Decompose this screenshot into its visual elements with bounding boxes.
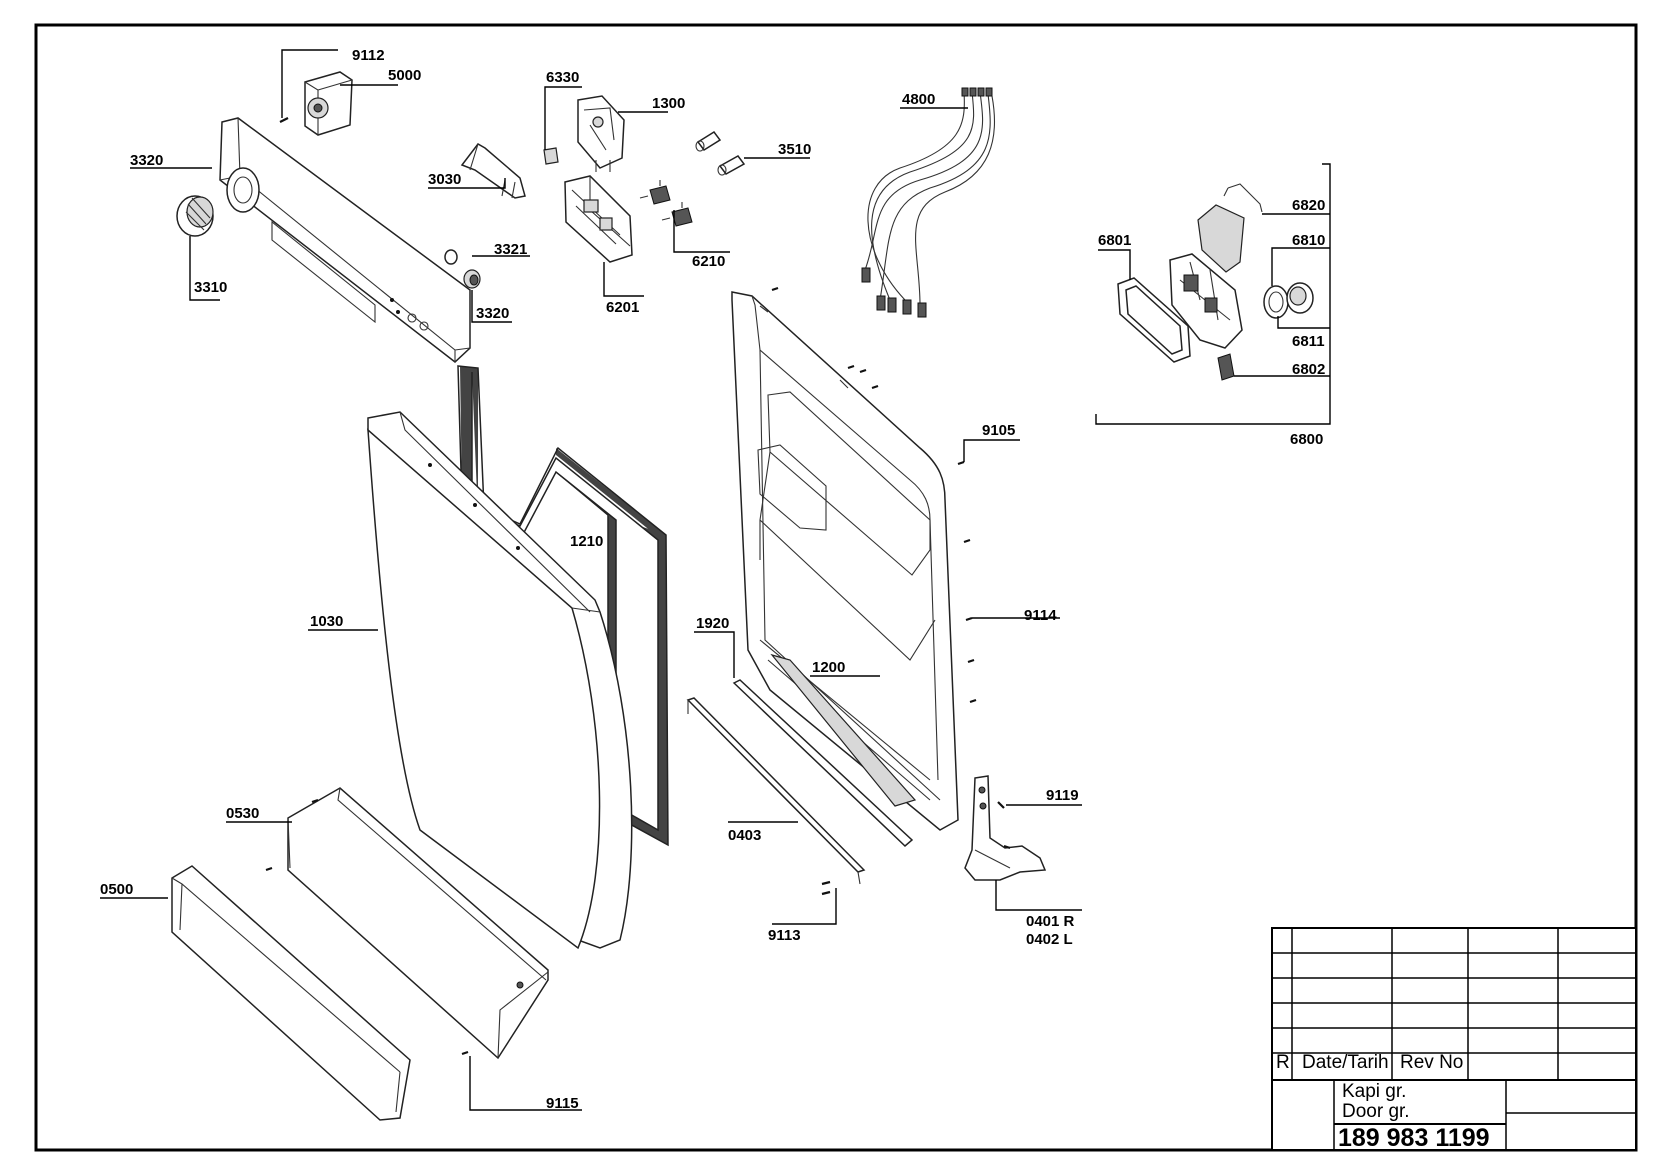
label-3321: 3321 xyxy=(494,241,527,258)
part-3510-cylinders xyxy=(695,130,746,176)
part-1030-outer-door xyxy=(367,411,633,950)
label-0401r: 0401 R xyxy=(1026,913,1075,930)
part-5000-housing xyxy=(304,71,353,136)
label-3510: 3510 xyxy=(778,141,811,158)
part-3320-small-knob xyxy=(463,269,481,289)
part-6210-switches xyxy=(639,180,693,227)
part-6802-latch xyxy=(1217,353,1235,381)
label-1200: 1200 xyxy=(812,659,845,676)
label-1210: 1210 xyxy=(570,533,603,550)
label-3320-panel: 3320 xyxy=(130,152,163,169)
part-6811-cap xyxy=(1286,282,1314,314)
part-0401-0402-hinge xyxy=(964,775,1047,881)
label-9115: 9115 xyxy=(546,1095,579,1112)
part-6820-clip xyxy=(1223,183,1263,213)
drawing-frame xyxy=(34,23,1638,1152)
part-6330 xyxy=(543,147,559,165)
title-block: R Date/Tarih Rev No Kapi gr. Door gr. 18… xyxy=(1271,927,1637,1152)
title-block-date-header: Date/Tarih xyxy=(1302,1052,1389,1073)
label-6820: 6820 xyxy=(1292,197,1325,214)
title-block-title-tr: Kapi gr. xyxy=(1342,1081,1406,1102)
label-1030: 1030 xyxy=(310,613,343,630)
label-0402l: 0402 L xyxy=(1026,931,1073,948)
part-3321-cap xyxy=(444,249,458,265)
label-6330: 6330 xyxy=(546,69,579,86)
part-0530-lower-bracket xyxy=(287,787,549,1060)
part-3310-knob xyxy=(176,195,214,237)
part-1200-inner-door xyxy=(731,291,959,831)
label-6801: 6801 xyxy=(1098,232,1131,249)
label-1920: 1920 xyxy=(696,615,729,632)
label-6810: 6810 xyxy=(1292,232,1325,249)
title-block-rev-marker: R xyxy=(1276,1052,1290,1073)
part-labels: 9112 5000 6330 1300 4800 3320 3510 3030 … xyxy=(100,47,1325,1112)
label-9113: 9113 xyxy=(768,927,801,944)
part-6800-dispenser xyxy=(1169,204,1245,349)
part-6801-gasket xyxy=(1117,277,1191,363)
label-1300: 1300 xyxy=(652,95,685,112)
label-9112: 9112 xyxy=(352,47,385,64)
label-9119: 9119 xyxy=(1046,787,1079,804)
title-block-title-en: Door gr. xyxy=(1342,1101,1410,1122)
label-6800: 6800 xyxy=(1290,431,1323,448)
label-3320-knob: 3320 xyxy=(476,305,509,322)
part-3320-control-panel xyxy=(219,117,471,363)
title-block-drawing-number: 189 983 1199 xyxy=(1338,1124,1490,1152)
part-6201-housing xyxy=(564,175,633,263)
label-6210: 6210 xyxy=(692,253,725,270)
leader-lines xyxy=(100,49,1331,1111)
label-6802: 6802 xyxy=(1292,361,1325,378)
label-0500: 0500 xyxy=(100,881,133,898)
part-1920-rail xyxy=(732,679,914,848)
screws xyxy=(265,117,1011,1056)
label-6201: 6201 xyxy=(606,299,639,316)
part-0500-plinth xyxy=(171,865,411,1121)
part-4800-wiring-harness xyxy=(861,87,995,318)
label-6811: 6811 xyxy=(1292,333,1325,350)
label-0530: 0530 xyxy=(226,805,259,822)
label-0403: 0403 xyxy=(728,827,761,844)
label-5000: 5000 xyxy=(388,67,421,84)
part-3030-bracket xyxy=(460,143,526,199)
label-9105: 9105 xyxy=(982,422,1015,439)
label-3310: 3310 xyxy=(194,279,227,296)
label-4800: 4800 xyxy=(902,91,935,108)
label-3030: 3030 xyxy=(428,171,461,188)
part-0403-strip xyxy=(686,697,866,885)
title-block-rev-header: Rev No xyxy=(1400,1052,1463,1073)
label-9114: 9114 xyxy=(1024,607,1057,624)
part-1300-switch-housing xyxy=(577,95,625,172)
part-6810-ring xyxy=(1263,285,1289,319)
